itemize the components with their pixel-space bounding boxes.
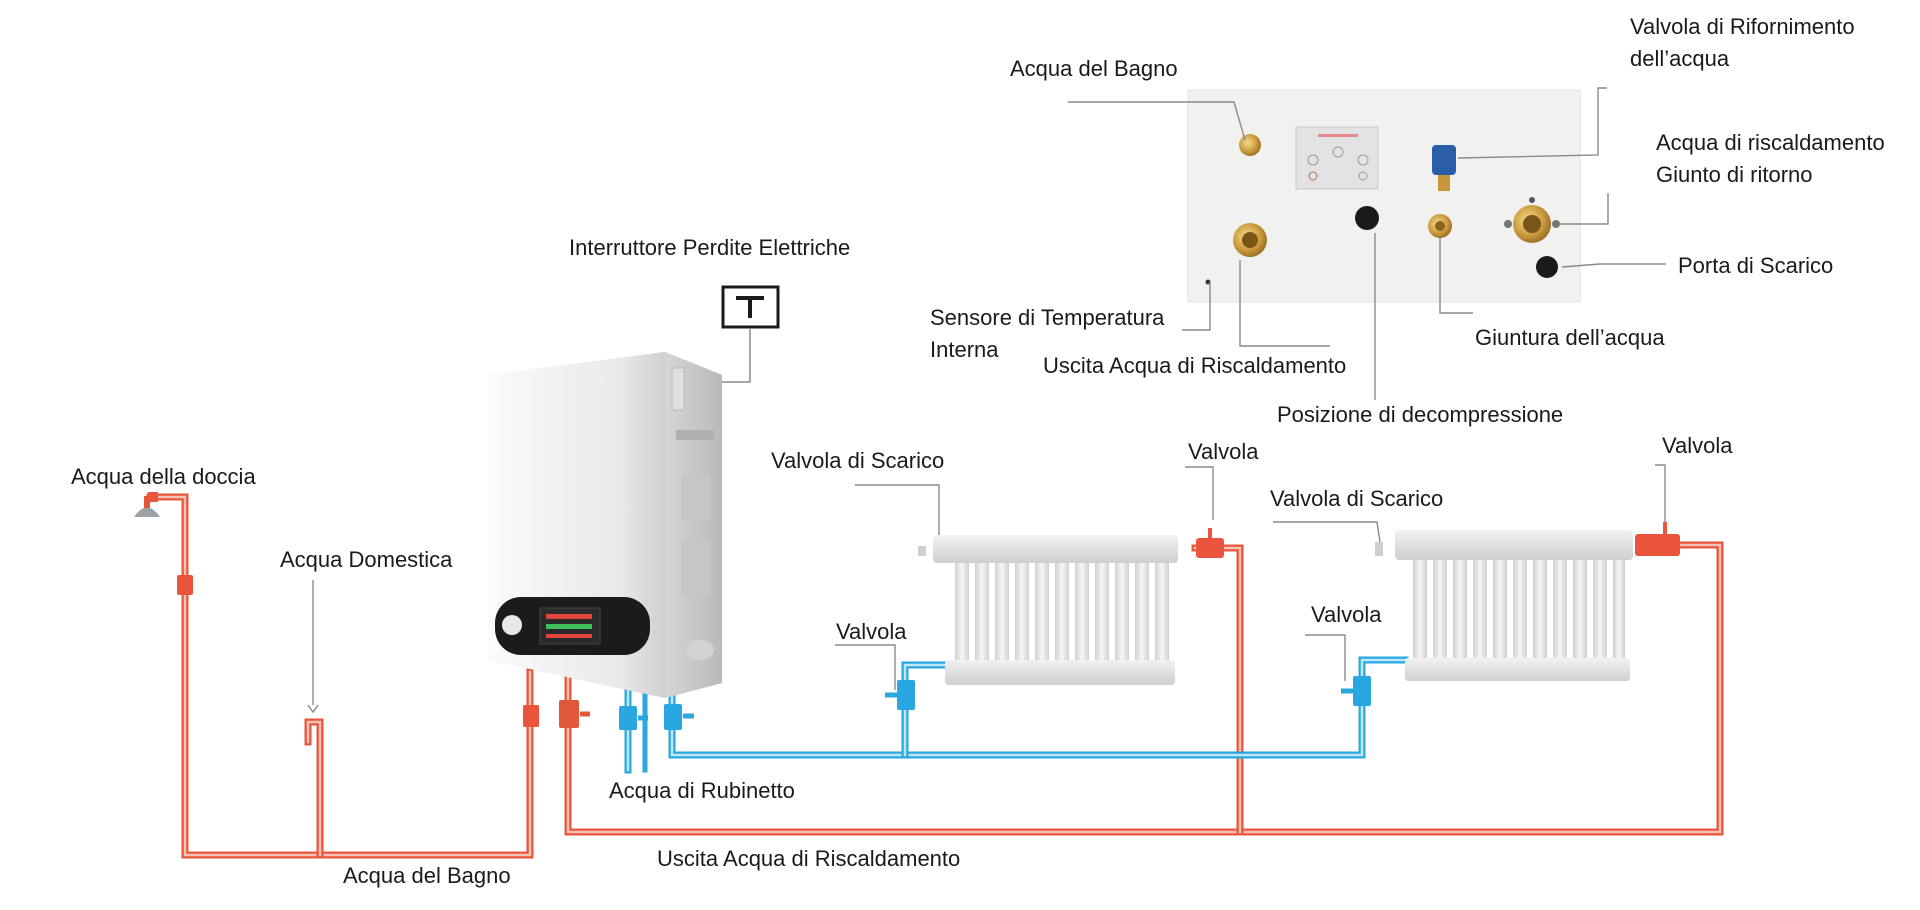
label-acqua-del-bagno-top: Acqua del Bagno: [1010, 56, 1178, 81]
label-acqua-doccia: Acqua della doccia: [71, 464, 256, 489]
label-valvola-scarico-left: Valvola di Scarico: [771, 448, 945, 473]
label-valvola-top-left: Valvola: [1188, 439, 1259, 464]
leakage-breaker-icon: [721, 285, 780, 383]
label-acqua-rubinetto: Acqua di Rubinetto: [609, 778, 795, 803]
electric-boiler: [488, 352, 722, 698]
label-valvola-bottom-left: Valvola: [836, 619, 907, 644]
label-porta-scarico: Porta di Scarico: [1678, 253, 1834, 278]
label-decompressione: Posizione di decompressione: [1277, 402, 1564, 427]
label-valvola-bottom-right: Valvola: [1311, 602, 1382, 627]
label-uscita-bottom: Uscita Acqua di Riscaldamento: [657, 846, 961, 871]
label-acqua-domestica: Acqua Domestica: [280, 547, 453, 572]
shower-head-icon: [134, 496, 160, 517]
label-sensore-line2: Interna: [930, 337, 999, 362]
boiler-connection-panel: [1187, 89, 1581, 303]
radiator-left: [918, 535, 1178, 685]
label-valvola-rifornimento-line1: Valvola di Rifornimento: [1630, 14, 1855, 39]
label-acqua-riscaldamento-line2: Giunto di ritorno: [1656, 162, 1813, 187]
pipe-valves: [148, 492, 1680, 730]
leader-lines: [307, 87, 1666, 714]
label-acqua-bagno-bottom: Acqua del Bagno: [343, 863, 511, 888]
label-giuntura: Giuntura dell’acqua: [1475, 325, 1665, 350]
label-valvola-top-right: Valvola: [1662, 433, 1733, 458]
label-acqua-riscaldamento-line1: Acqua di riscaldamento: [1656, 130, 1885, 155]
label-sensore-line1: Sensore di Temperatura: [930, 305, 1165, 330]
radiator-right: [1375, 530, 1633, 681]
label-valvola-rifornimento-line2: dell’acqua: [1630, 46, 1730, 71]
label-uscita-top: Uscita Acqua di Riscaldamento: [1043, 353, 1347, 378]
hot-water-pipes: [146, 493, 1724, 859]
label-interruttore: Interruttore Perdite Elettriche: [569, 235, 851, 260]
label-valvola-scarico-right: Valvola di Scarico: [1270, 486, 1444, 511]
